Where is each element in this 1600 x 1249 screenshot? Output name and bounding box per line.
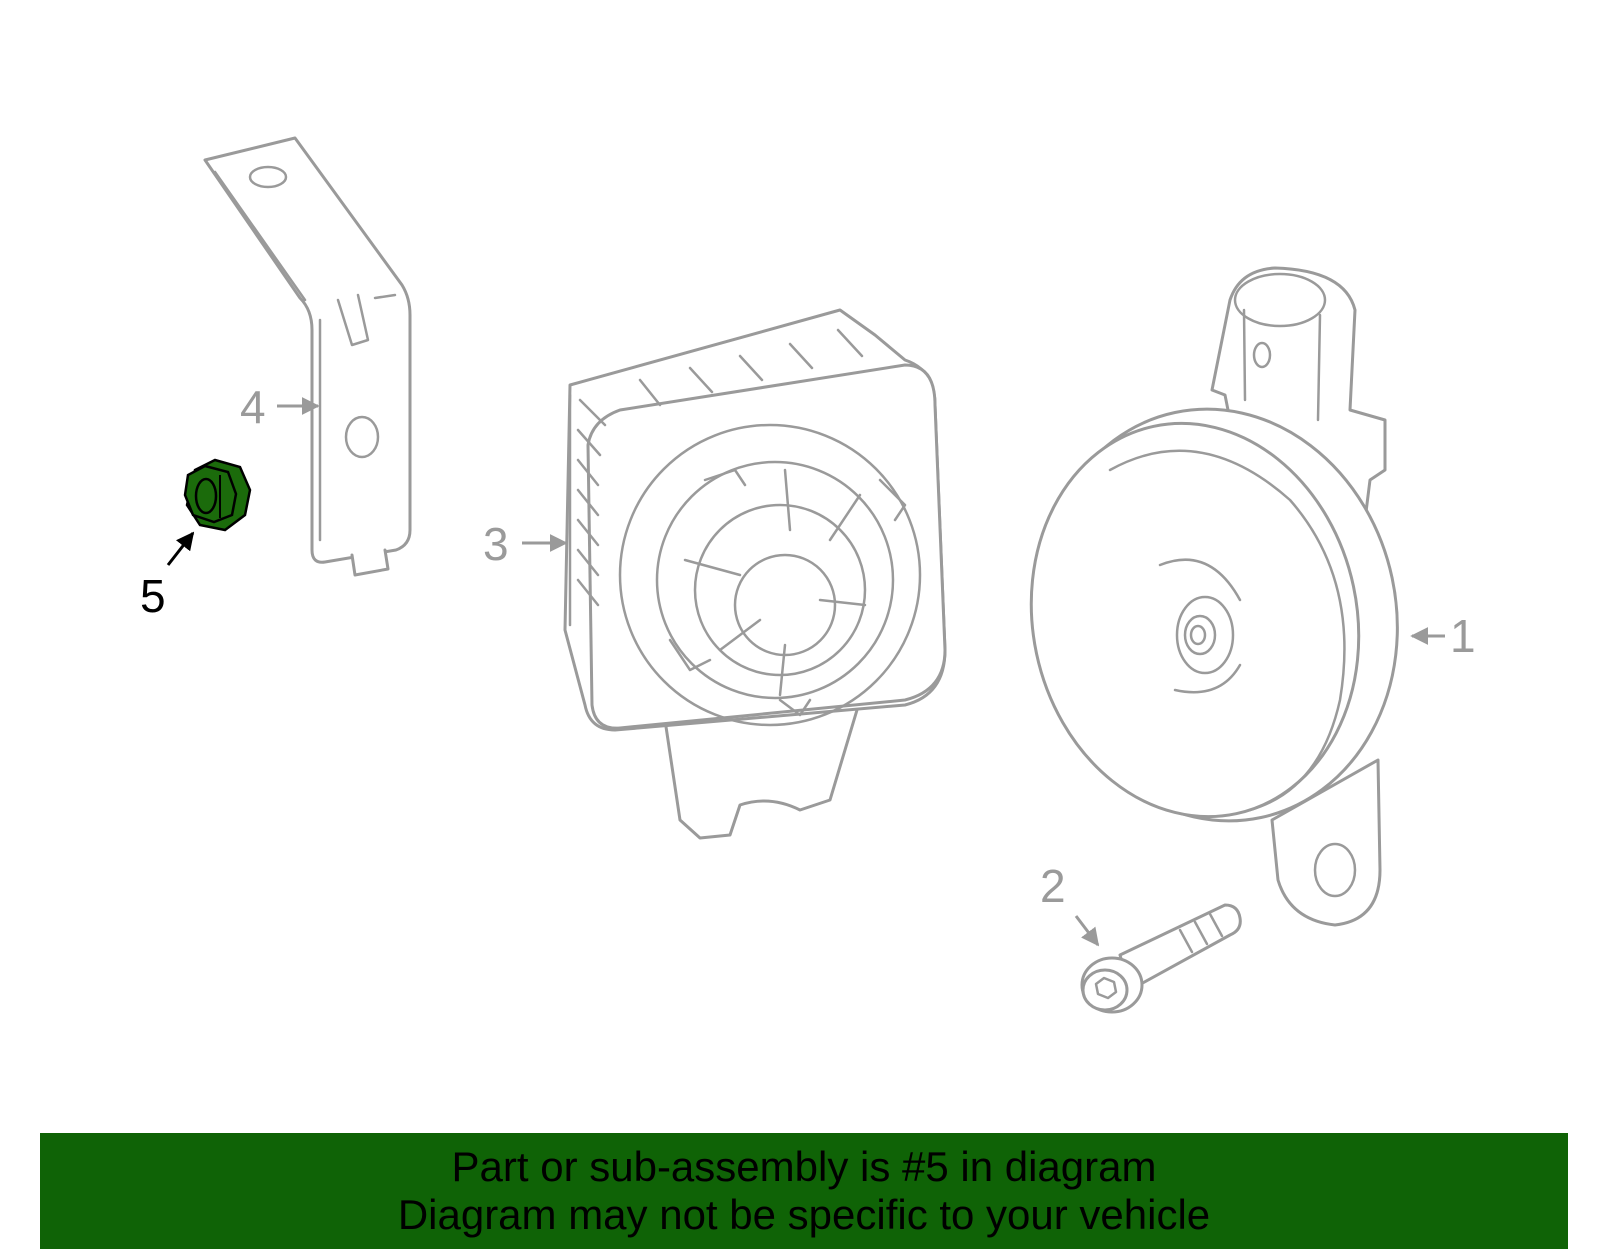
callout-2: 2 (1040, 860, 1100, 947)
speaker-part (563, 308, 947, 840)
callout-2-label: 2 (1040, 860, 1066, 912)
callout-4-label: 4 (240, 381, 266, 433)
callout-5-label: 5 (140, 570, 166, 622)
bracket-part (203, 136, 412, 577)
nut-part (183, 458, 252, 532)
horn-part (1029, 266, 1399, 927)
callout-3-label: 3 (483, 518, 509, 570)
callout-3: 3 (483, 518, 568, 570)
info-banner: Part or sub-assembly is #5 in diagram Di… (40, 1133, 1568, 1249)
callout-1: 1 (1410, 610, 1476, 662)
bolt-part (1080, 903, 1242, 1014)
callout-1-label: 1 (1450, 610, 1476, 662)
banner-line-2: Diagram may not be specific to your vehi… (397, 1191, 1211, 1238)
banner-line-1: Part or sub-assembly is #5 in diagram (451, 1143, 1157, 1190)
callout-4: 4 (240, 381, 320, 433)
callout-5: 5 (140, 531, 195, 622)
